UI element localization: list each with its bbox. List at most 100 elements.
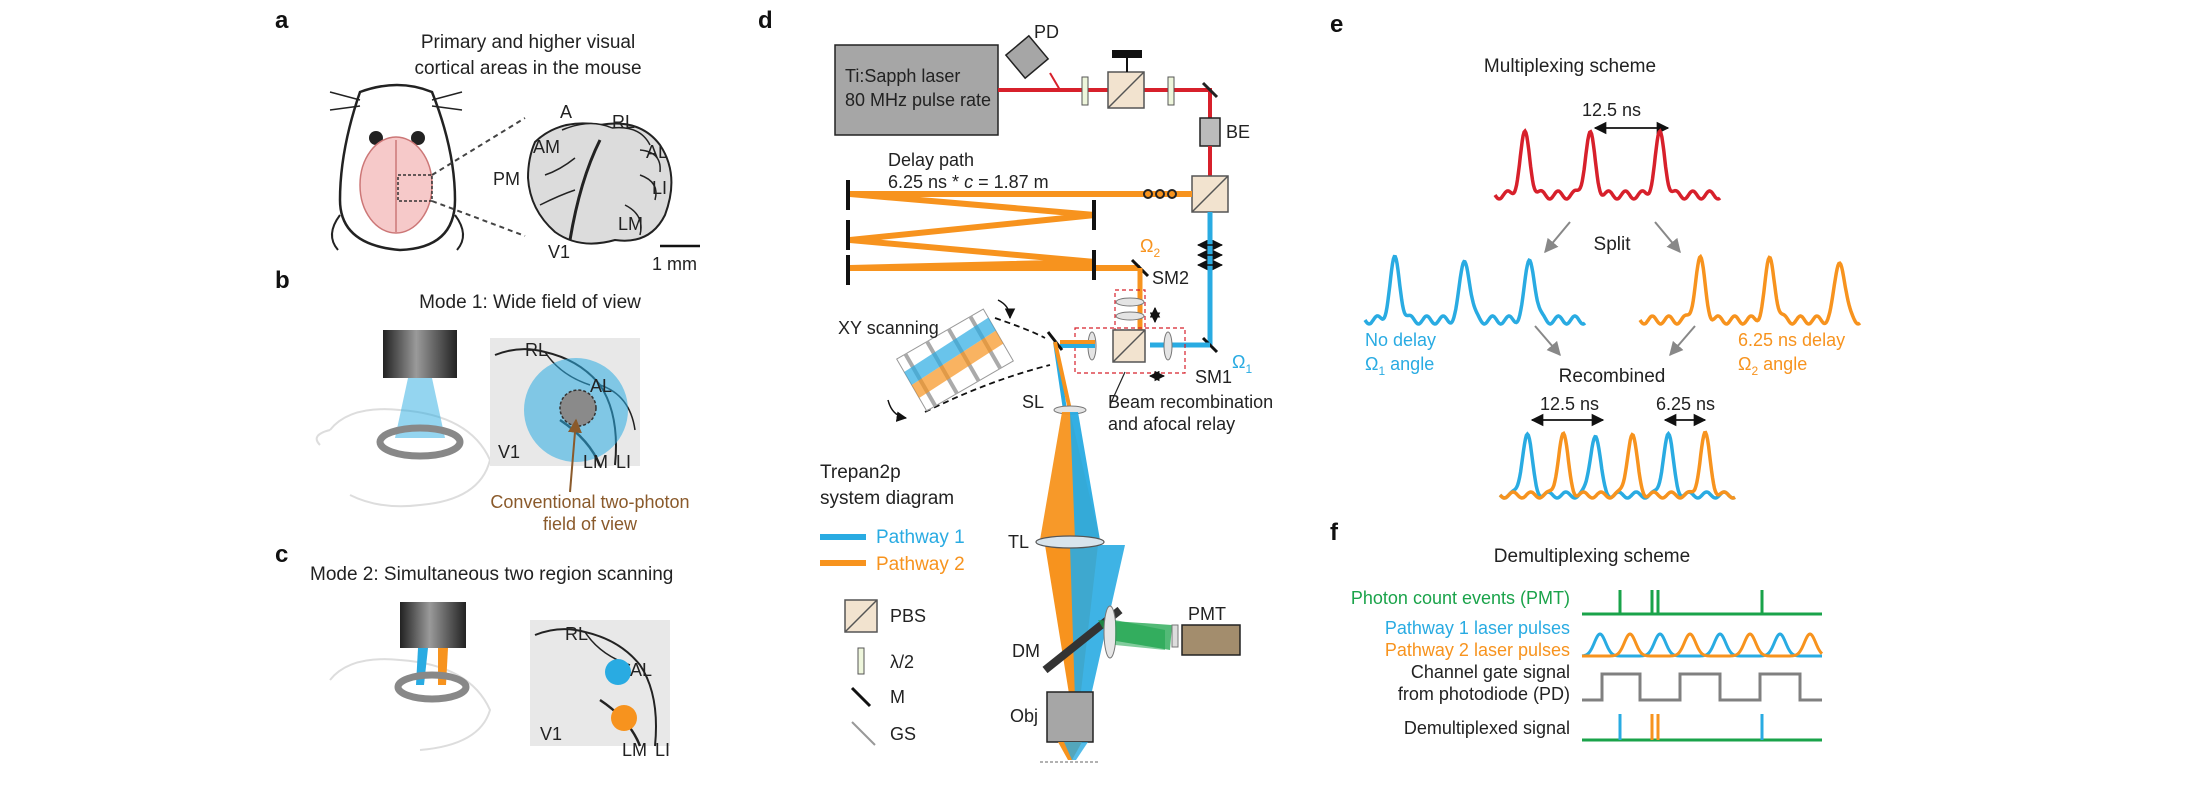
area-V1: V1	[548, 242, 570, 262]
pulse-train-original	[1493, 128, 1722, 201]
panel-f: f Demultiplexing scheme Photon count eve…	[1330, 519, 1824, 742]
photon-label: Photon count events (PMT)	[1351, 588, 1570, 608]
recombined-pathway2	[1498, 430, 1736, 500]
legend-gs: GS	[890, 724, 916, 744]
legend-m: M	[890, 687, 905, 707]
area-PM: PM	[493, 169, 520, 189]
gate-label-1: Channel gate signal	[1411, 662, 1570, 682]
cortex-map	[526, 122, 673, 245]
sm1-label: SM1	[1195, 367, 1232, 387]
mirror-symbol	[850, 686, 872, 708]
b-RL: RL	[525, 340, 548, 360]
sm2-label: SM2	[1152, 268, 1189, 288]
legend-pbs: PBS	[890, 606, 926, 626]
galvo-symbol	[851, 721, 876, 746]
panel-f-letter: f	[1330, 519, 1339, 546]
panel-a: a Primary and higher visual cortical are…	[275, 7, 700, 274]
pmt-box	[1181, 624, 1241, 656]
objective-c-icon	[400, 602, 466, 648]
area-LI: LI	[652, 178, 667, 198]
panel-a-title-2: cortical areas in the mouse	[414, 58, 641, 79]
c-AL: AL	[630, 660, 652, 680]
panel-b: b Mode 1: Wide field of view RL AL V1 LM…	[275, 267, 690, 534]
panel-e-title: Multiplexing scheme	[1484, 56, 1656, 77]
objective-icon	[383, 330, 457, 378]
area-LM: LM	[618, 214, 643, 234]
c-LI: LI	[655, 740, 670, 760]
p1-label: Pathway 1 laser pulses	[1385, 618, 1570, 638]
pmt-label: PMT	[1188, 604, 1226, 624]
demux-pathway2-pulses	[1582, 632, 1824, 658]
obj-label: Obj	[1010, 706, 1038, 726]
area-A: A	[560, 102, 572, 122]
panel-c-letter: c	[275, 541, 288, 568]
recomb-label-1: Beam recombination	[1108, 392, 1273, 412]
xy-scanning-assembly	[896, 308, 1014, 412]
b-AL: AL	[590, 376, 612, 396]
c-V1: V1	[540, 724, 562, 744]
tube-lens-icon	[1035, 535, 1105, 549]
delay-label: 6.25 ns delay	[1738, 330, 1845, 350]
laser-label-1: Ti:Sapph laser	[845, 66, 960, 86]
pathway1-label: Pathway 1	[876, 527, 965, 548]
headplate-icon	[376, 424, 464, 460]
pd-label: PD	[1034, 22, 1059, 42]
pulse-train-delayed	[1638, 253, 1862, 326]
panel-f-title: Demultiplexing scheme	[1494, 546, 1690, 567]
b-note-1: Conventional two-photon	[490, 492, 689, 512]
area-AL: AL	[646, 142, 668, 162]
c-LM: LM	[622, 740, 647, 760]
recomb-label-2: and afocal relay	[1108, 414, 1235, 434]
system-title-2: system diagram	[820, 488, 954, 509]
panel-c-title: Mode 2: Simultaneous two region scanning	[310, 564, 673, 585]
gate-label-2: from photodiode (PD)	[1398, 684, 1570, 704]
panel-c: c Mode 2: Simultaneous two region scanni…	[275, 541, 673, 760]
area-AM: AM	[533, 137, 560, 157]
legend-half: λ/2	[890, 652, 914, 672]
no-delay-label: No delay	[1365, 330, 1436, 350]
tl-label: TL	[1008, 532, 1029, 552]
period2-label: 12.5 ns	[1540, 394, 1599, 414]
panel-a-title-1: Primary and higher visual	[421, 32, 635, 53]
omega2-angle-label: Ω2 angle	[1738, 354, 1807, 378]
panel-e: e Multiplexing scheme 12.5 ns Split No d…	[1330, 11, 1862, 500]
laser-box	[834, 44, 999, 136]
panel-a-letter: a	[275, 7, 289, 34]
b-LM: LM	[583, 452, 608, 472]
laser-label-2: 80 MHz pulse rate	[845, 90, 991, 110]
period-label: 12.5 ns	[1582, 100, 1641, 120]
panel-b-letter: b	[275, 267, 290, 294]
split-label: Split	[1594, 234, 1632, 255]
pathway2-label: Pathway 2	[876, 554, 965, 575]
scale-bar-label: 1 mm	[652, 254, 697, 274]
objective-d-icon	[1046, 691, 1094, 743]
pulse-train-no-delay	[1363, 254, 1587, 326]
be-label: BE	[1226, 122, 1250, 142]
headplate-c-icon	[394, 671, 470, 703]
system-title-1: Trepan2p	[820, 462, 901, 483]
cortex-zoom-c	[530, 620, 670, 746]
photodiode-icon	[1004, 34, 1050, 80]
p2-label: Pathway 2 laser pulses	[1385, 640, 1570, 660]
delay-label-1: Delay path	[888, 150, 974, 170]
b-V1: V1	[498, 442, 520, 462]
half-period-label: 6.25 ns	[1656, 394, 1715, 414]
demux-pathway1-pulses	[1581, 632, 1822, 658]
mouse-head-icon	[329, 83, 464, 252]
panel-d: d Ti:Sapph laser 80 MHz pulse rate PD BE…	[758, 7, 1273, 763]
area-RL: RL	[612, 112, 635, 132]
omega2-label: Ω2	[1140, 236, 1160, 260]
c-RL: RL	[565, 624, 588, 644]
demux-label: Demultiplexed signal	[1404, 718, 1570, 738]
delay-label-2: 6.25 ns * c = 1.87 m	[888, 172, 1049, 192]
omega1-angle-label: Ω1 angle	[1365, 354, 1434, 378]
recombined-label: Recombined	[1559, 366, 1666, 387]
gate-signal	[1582, 672, 1822, 702]
halfwave-symbol	[857, 647, 865, 675]
panel-d-letter: d	[758, 7, 773, 34]
xy-label: XY scanning	[838, 318, 939, 338]
b-LI: LI	[616, 452, 631, 472]
panel-e-letter: e	[1330, 11, 1343, 38]
sl-label: SL	[1022, 392, 1044, 412]
